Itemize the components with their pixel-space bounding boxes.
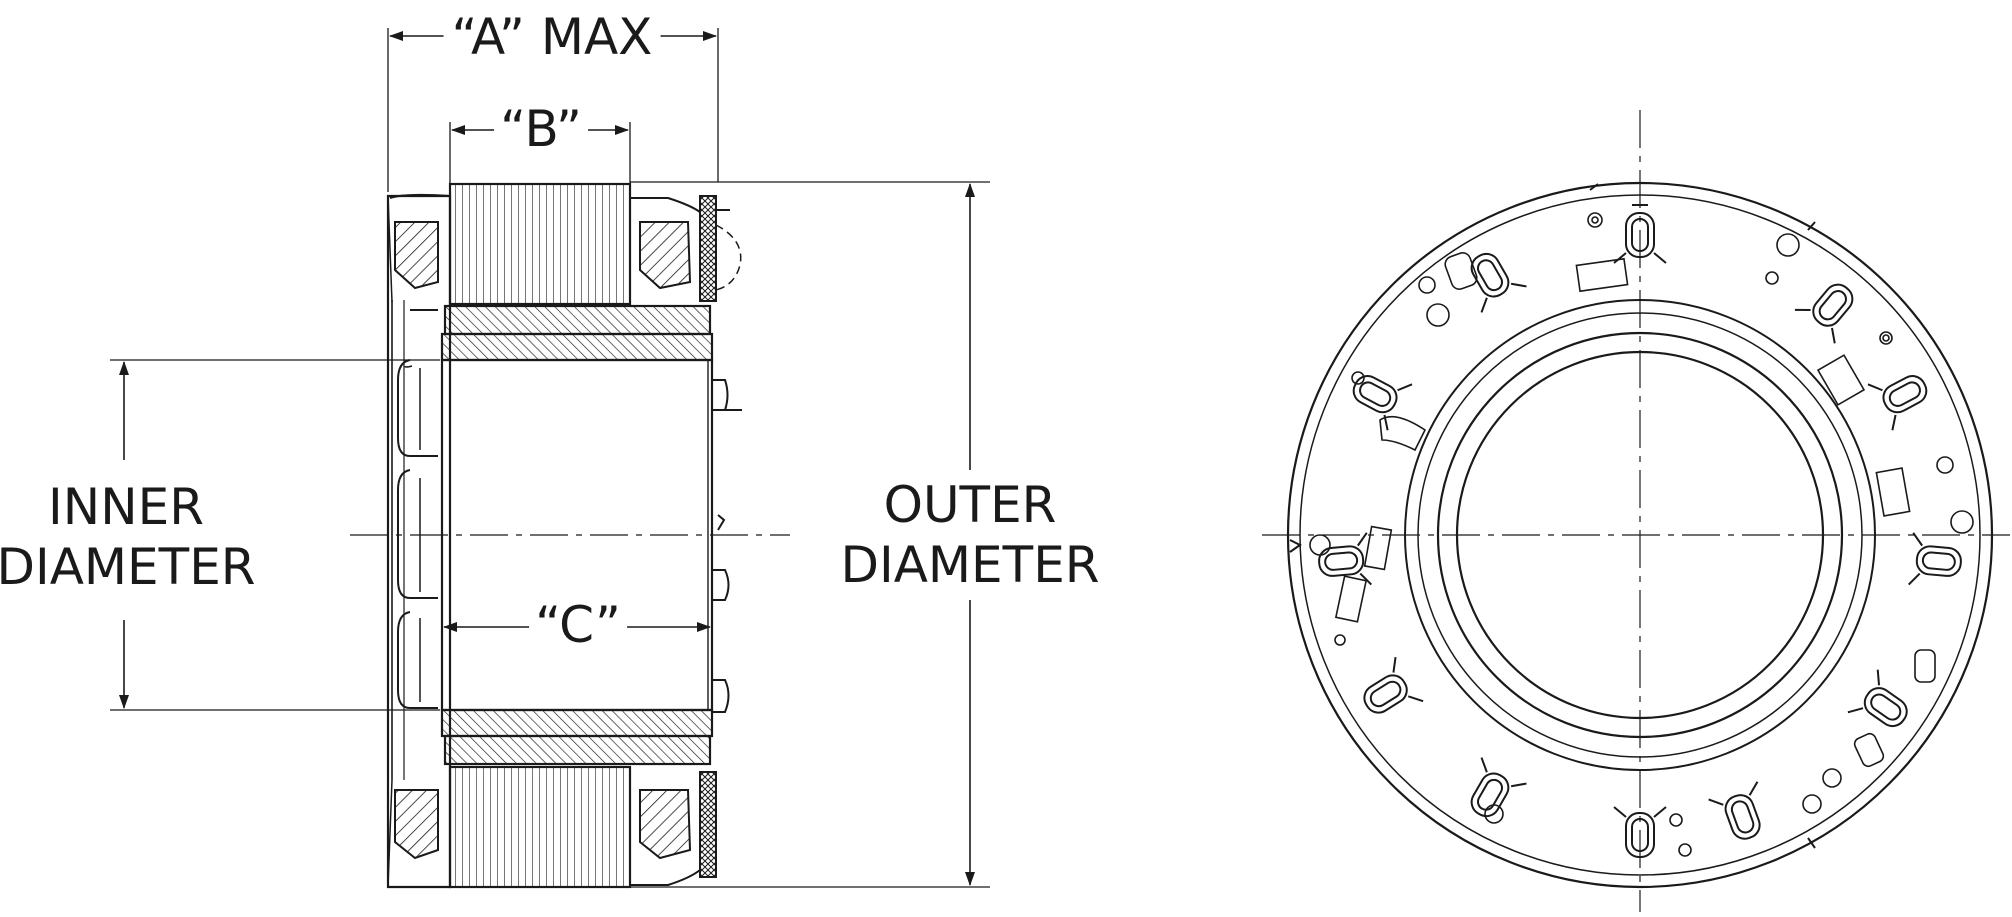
dimension-b-label: “B”: [494, 104, 588, 154]
inner-diameter-label-line1: INNER: [48, 478, 204, 536]
outer-diameter-label-line1: OUTER: [883, 476, 1057, 534]
end-face-view: [1262, 110, 2010, 912]
terminal-lug: [1470, 252, 1527, 313]
terminal-lug: [1907, 532, 1962, 586]
terminal-lug: [1470, 757, 1527, 818]
terminal-lug: [1363, 656, 1424, 714]
terminal-lug: [1847, 669, 1908, 728]
dimension-c-label: “C”: [529, 600, 627, 650]
terminal-lug: [1867, 375, 1928, 431]
inner-diameter-label-line2: DIAMETER: [0, 542, 256, 592]
mounting-holes: [1309, 212, 1974, 857]
terminal-lug: [1794, 283, 1854, 344]
dimension-a-max-label: “A” MAX: [443, 12, 661, 62]
dimension-lines: [119, 31, 975, 886]
terminal-lug: [1613, 204, 1667, 264]
side-section-view: [110, 28, 990, 889]
terminal-lug: [1613, 806, 1667, 858]
terminal-lug: [1708, 781, 1761, 840]
outer-diameter-label-line2: DIAMETER: [840, 536, 1100, 594]
terminal-lug: [1318, 532, 1373, 586]
rectangular-pads: [1334, 252, 1936, 768]
terminal-lug: [1352, 375, 1413, 431]
